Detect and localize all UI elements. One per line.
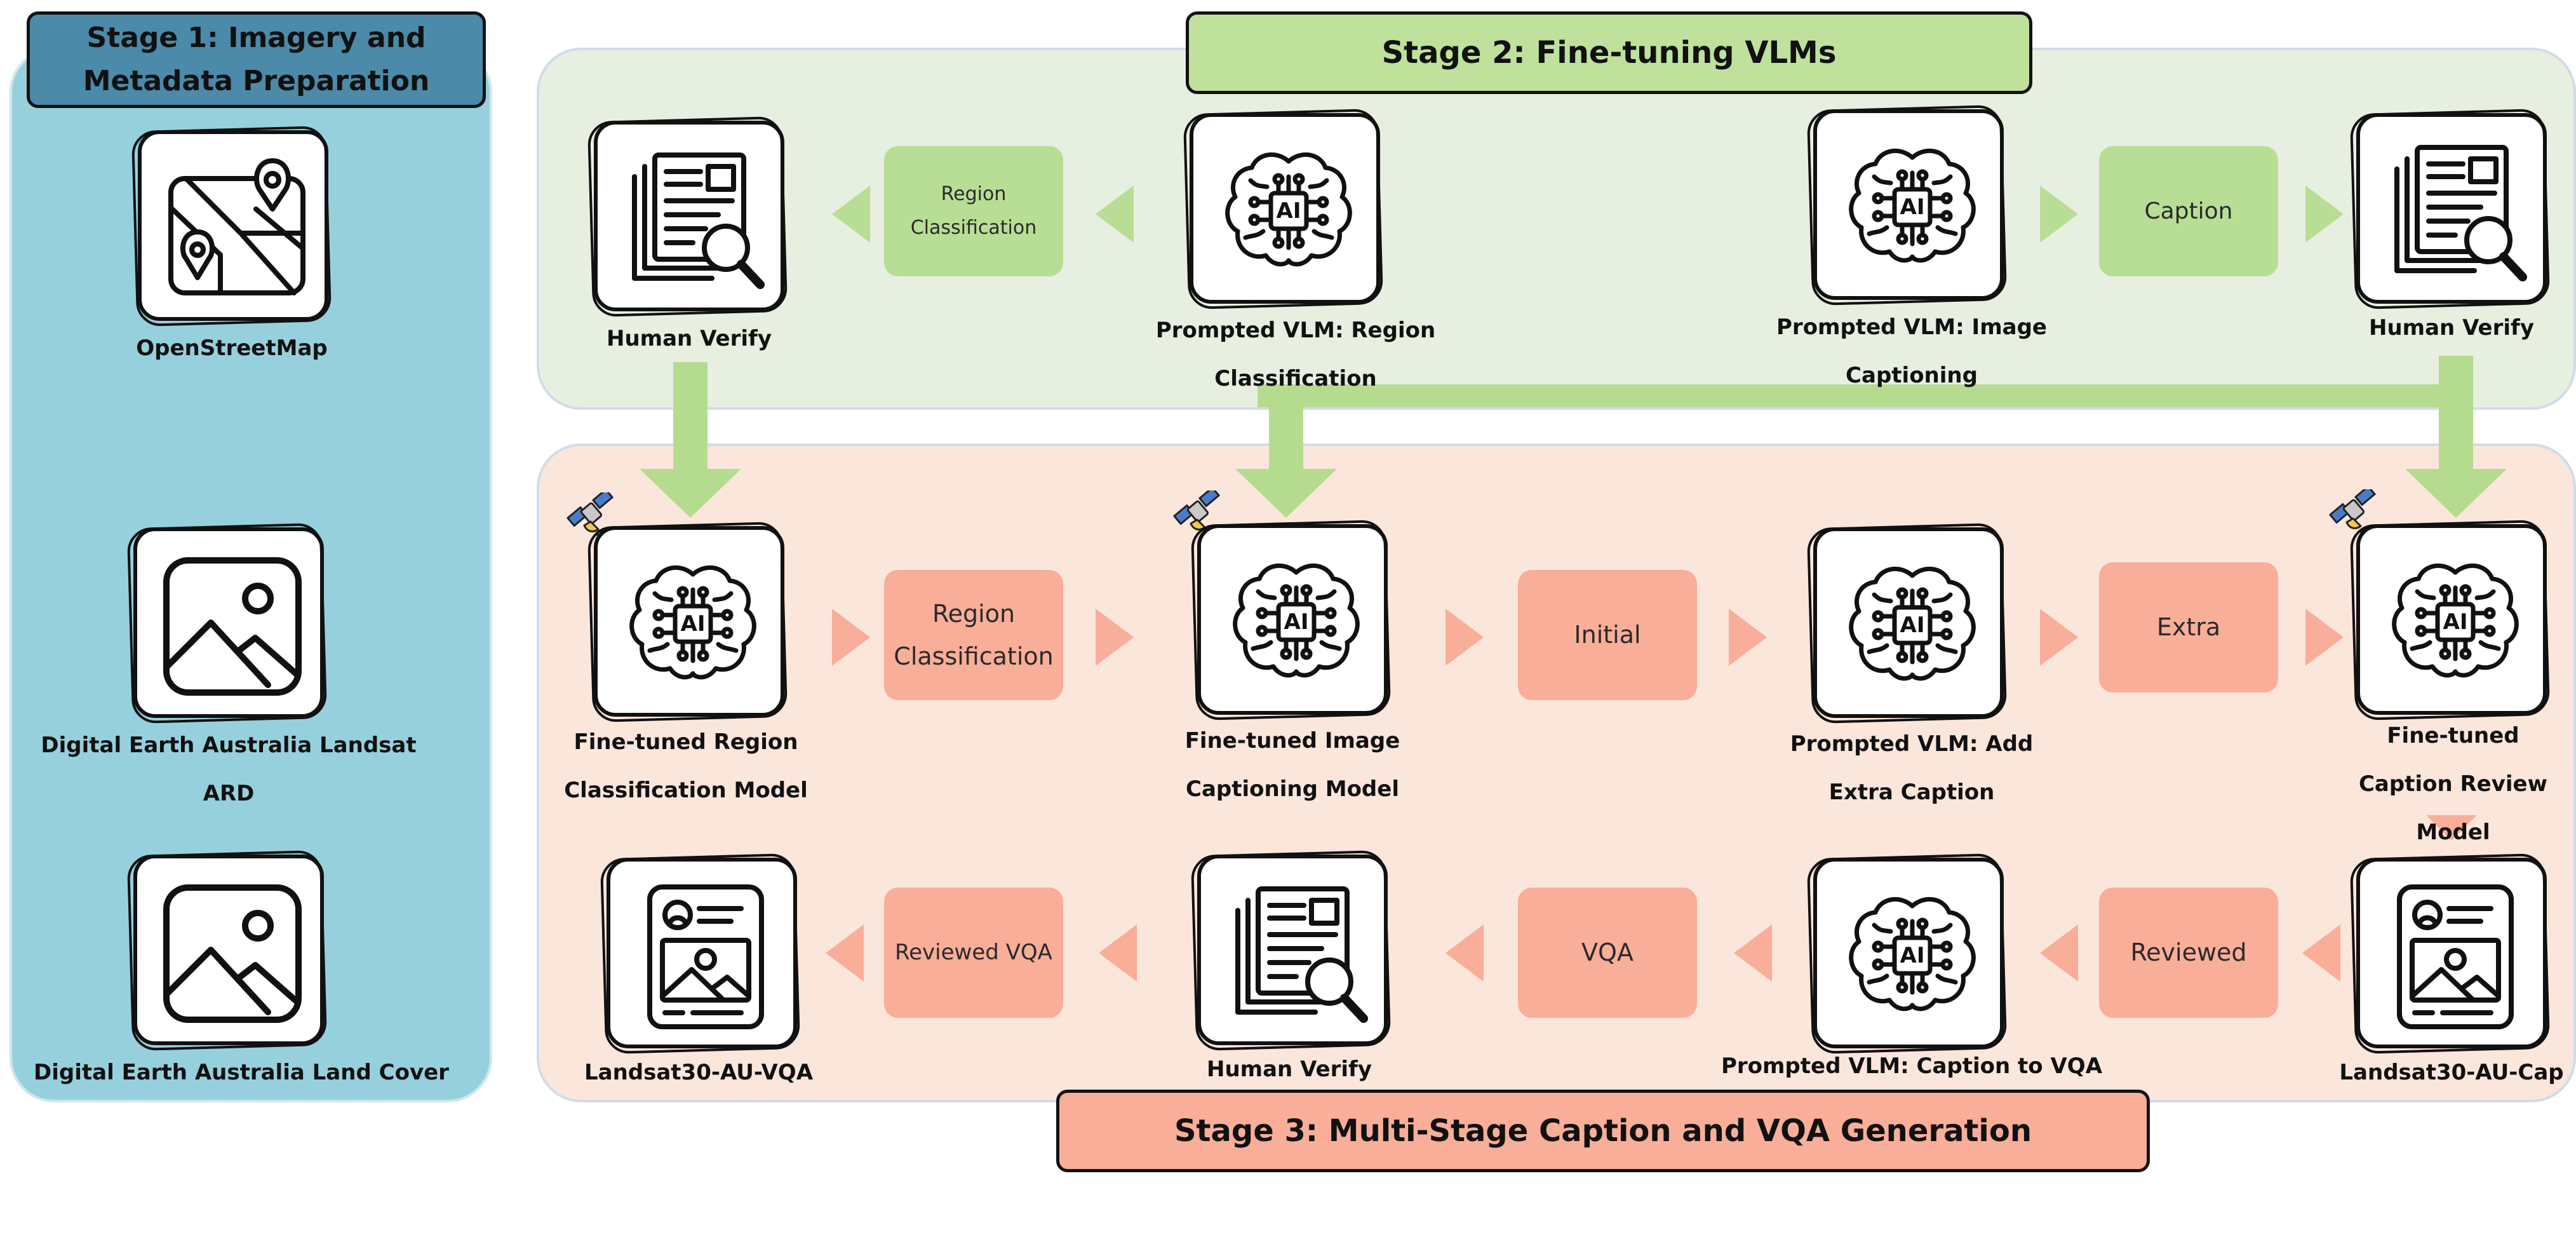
stage2-title: Stage 2: Fine-tuning VLMs — [1186, 11, 2032, 94]
stage3-region-classification-box: Region Classification — [884, 570, 1063, 700]
image-icon — [156, 877, 309, 1030]
ai-brain-icon — [2379, 547, 2532, 700]
arrow-right-icon — [1446, 609, 1484, 666]
document-search-icon — [1220, 877, 1372, 1030]
arrow-left-icon — [1096, 186, 1134, 243]
landsat-ard-label: Digital Earth Australia Landsat ARD — [41, 733, 417, 806]
cap-dataset-label: Landsat30-AU-Cap — [2339, 1060, 2564, 1085]
ai-brain-icon — [1220, 547, 1372, 700]
stage2-vlm-caption-card — [1813, 109, 2004, 300]
stage3-reviewed-box: Reviewed — [2099, 888, 2278, 1018]
stage3-region-model-card — [594, 526, 784, 717]
arrow-right-icon — [2040, 186, 2078, 243]
stage3-human-verify-card — [1197, 855, 1388, 1045]
stage3-vlm-vqa-label: Prompted VLM: Caption to VQA — [1721, 1053, 2103, 1079]
stage2-vlm-caption-label: Prompted VLM: Image Captioning — [1776, 314, 2047, 388]
stage2-vlm-region-card — [1190, 113, 1380, 304]
stage2-caption-box: Caption — [2099, 146, 2278, 276]
image-icon — [156, 550, 309, 703]
arrow-left-icon — [1099, 924, 1137, 982]
arrow-left-icon — [1734, 924, 1772, 982]
stage3-human-verify-label: Human Verify — [1207, 1057, 1372, 1082]
document-search-icon — [2379, 136, 2532, 288]
ai-brain-icon — [1836, 550, 1989, 703]
arrow-left-icon — [2040, 924, 2078, 982]
stage3-vlm-extra-label: Prompted VLM: Add Extra Caption — [1790, 731, 2034, 805]
arrow-left-icon — [2302, 924, 2340, 982]
stage3-caption-model-label: Fine-tuned Image Captioning Model — [1184, 728, 1400, 802]
dataset-image-icon — [2379, 881, 2532, 1033]
stage2-human-verify-right-card — [2356, 113, 2547, 304]
stage3-vlm-extra-card — [1813, 527, 2004, 718]
stage3-initial-box: Initial — [1518, 570, 1697, 700]
vqa-dataset-card — [607, 858, 797, 1048]
arrow-left-icon — [826, 924, 864, 982]
cap-dataset-card — [2356, 858, 2547, 1048]
arrow-right-icon — [2305, 609, 2344, 666]
stage3-region-model-label: Fine-tuned Region Classification Model — [564, 729, 808, 803]
stage3-vlm-vqa-card — [1813, 858, 2004, 1048]
stage2-human-verify-right-label: Human Verify — [2369, 315, 2534, 341]
arrow-right-icon — [2040, 609, 2078, 666]
ai-brain-icon — [617, 549, 769, 701]
openstreetmap-label: OpenStreetMap — [136, 335, 328, 361]
arrow-right-icon — [2305, 186, 2344, 243]
landsat-ard-card — [133, 527, 324, 718]
stage2-human-verify-left-label: Human Verify — [607, 326, 772, 351]
stage3-extra-box: Extra — [2099, 562, 2278, 693]
ai-brain-icon — [1836, 132, 1989, 285]
arrow-right-icon — [832, 609, 870, 666]
arrow-right-icon — [1096, 609, 1134, 666]
arrow-right-icon — [1729, 609, 1767, 666]
map-pins-icon — [161, 153, 313, 306]
stage3-reviewed-vqa-box: Reviewed VQA — [884, 888, 1063, 1018]
stage2-human-verify-left-card — [594, 121, 784, 311]
arrow-left-icon — [832, 186, 870, 243]
stage3-review-model-card — [2356, 524, 2547, 715]
ai-brain-icon — [1836, 881, 1989, 1033]
land-cover-card — [133, 855, 324, 1045]
stage3-caption-model-card — [1197, 524, 1388, 715]
stage2-vlm-region-label: Prompted VLM: Region Classification — [1155, 318, 1436, 391]
vqa-dataset-label: Landsat30-AU-VQA — [584, 1060, 814, 1085]
openstreetmap-card — [138, 130, 328, 321]
stage3-review-model-label: Fine-tuned Caption Review Model — [2358, 723, 2548, 845]
stage3-title: Stage 3: Multi-Stage Caption and VQA Gen… — [1056, 1090, 2150, 1172]
dataset-image-icon — [629, 881, 782, 1033]
stage1-title: Stage 1: Imagery and Metadata Preparatio… — [27, 11, 486, 108]
land-cover-label: Digital Earth Australia Land Cover — [34, 1060, 449, 1085]
document-search-icon — [617, 144, 769, 296]
stage3-vqa-box: VQA — [1518, 888, 1697, 1018]
arrow-left-icon — [1446, 924, 1484, 982]
stage2-region-classification-box: Region Classification — [884, 146, 1063, 276]
ai-brain-icon — [1212, 136, 1365, 288]
